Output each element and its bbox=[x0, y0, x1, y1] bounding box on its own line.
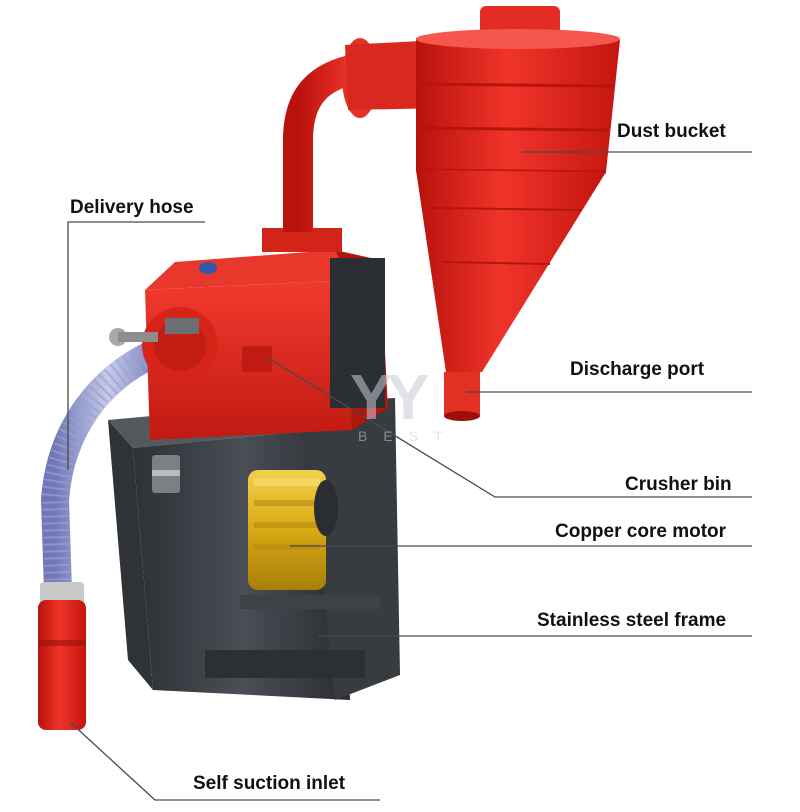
discharge-port bbox=[444, 372, 480, 421]
label-delivery-hose: Delivery hose bbox=[70, 197, 194, 218]
copper-core-motor bbox=[240, 470, 380, 609]
label-discharge-port: Discharge port bbox=[570, 359, 705, 380]
label-crusher-bin: Crusher bin bbox=[625, 474, 732, 495]
dust-bucket bbox=[415, 6, 620, 372]
label-copper-core-motor: Copper core motor bbox=[555, 521, 727, 542]
crusher-body bbox=[109, 250, 388, 440]
leader-lines bbox=[67, 151, 752, 801]
label-self-suction-inlet: Self suction inlet bbox=[193, 773, 346, 794]
label-stainless-steel-frame: Stainless steel frame bbox=[537, 610, 727, 631]
watermark-text: BEST bbox=[358, 428, 459, 444]
label-dust-bucket: Dust bucket bbox=[617, 121, 726, 142]
leader-crusher-bin bbox=[267, 357, 752, 498]
watermark-mark: YY bbox=[350, 361, 429, 433]
self-suction-inlet-tube bbox=[38, 582, 86, 730]
leader-self-suction-inlet bbox=[69, 721, 380, 801]
leader-delivery-hose bbox=[67, 221, 205, 470]
delivery-hose bbox=[40, 336, 176, 604]
